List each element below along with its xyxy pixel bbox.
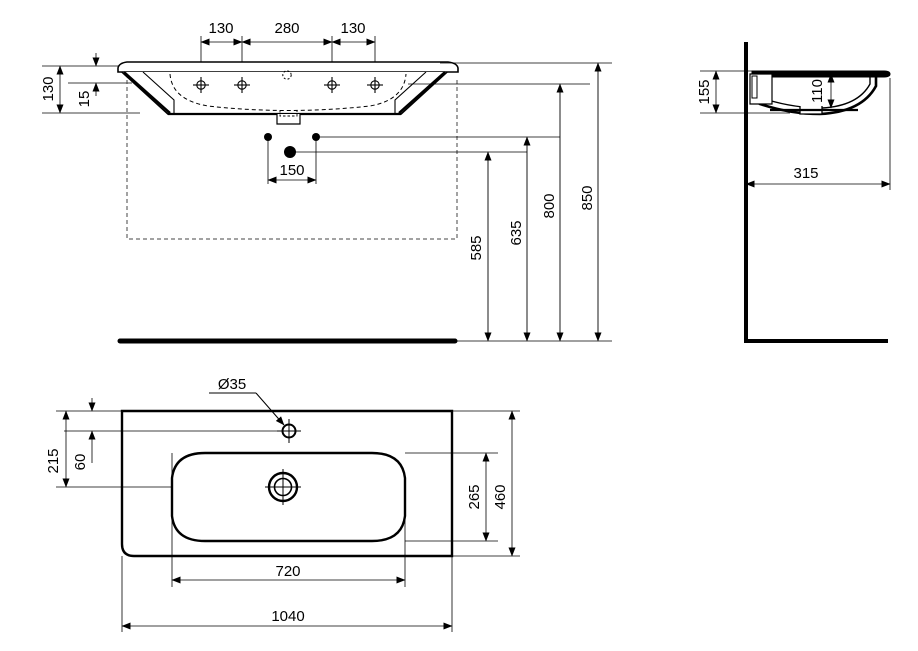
basin-rim-side — [751, 70, 891, 78]
height-dimension-labels: 585 635 800 850 — [468, 185, 596, 260]
vanity-unit-outline — [126, 80, 458, 240]
callout-tap-hole-leader — [209, 392, 285, 426]
plan-view: Ø35 215 60 265 460 — [45, 376, 520, 632]
front-elevation-view: 130 280 130 130 15 — [40, 20, 612, 344]
waste-outlet-plan — [265, 469, 301, 505]
dim-720-label: 720 — [275, 563, 300, 580]
tap-hole-mark-1 — [193, 77, 209, 93]
dim-155-label: 155 — [696, 79, 713, 104]
dim-215-label: 215 — [45, 448, 62, 473]
basin-right-inner-edge — [394, 71, 427, 113]
side-elevation-view: 155 110 315 — [696, 42, 891, 343]
dim-800-label: 800 — [541, 193, 558, 218]
plan-right-dimensions — [405, 410, 520, 557]
waste-outlet-hidden — [279, 110, 298, 117]
fixing-bracket-side — [751, 75, 758, 99]
basin-right-chamfer — [398, 71, 446, 114]
dim-60-label: 60 — [72, 454, 89, 471]
dim-155-group — [700, 70, 790, 114]
dim-1040-label: 1040 — [271, 608, 304, 625]
tap-hole-mark-2 — [234, 77, 250, 93]
tap-hole-mark-3 — [324, 77, 340, 93]
dim-15-height-label: 15 — [76, 91, 93, 108]
dim-850-label: 850 — [579, 185, 596, 210]
basin-left-inner-edge — [142, 71, 175, 113]
height-extension-lines — [290, 62, 612, 153]
dim-150-label: 150 — [279, 162, 304, 179]
dim-635-label: 635 — [508, 220, 525, 245]
dim-130-right-label: 130 — [340, 20, 365, 37]
dim-280-label: 280 — [274, 20, 299, 37]
callout-tap-hole-label: Ø35 — [218, 376, 246, 393]
basin-left-chamfer — [123, 71, 171, 114]
overflow-mark-front — [282, 70, 292, 80]
dim-150-group — [267, 137, 317, 184]
dim-460-label: 460 — [492, 484, 509, 509]
waste-outlet-front — [276, 114, 301, 125]
basin-bowl-hidden-contour — [169, 73, 407, 111]
dim-265-label: 265 — [466, 484, 483, 509]
plan-bottom-dimensions — [121, 453, 453, 632]
tap-hole-mark-4 — [367, 77, 383, 93]
basin-rim-front — [117, 61, 459, 73]
height-dimension-arrows — [484, 62, 602, 342]
dim-315-label: 315 — [793, 165, 818, 182]
plan-left-dimensions — [56, 398, 289, 488]
tap-hole-marks-front — [193, 77, 383, 93]
dim-110-label: 110 — [809, 79, 826, 103]
dim-130-height-label: 130 — [40, 76, 57, 101]
dim-130-left-label: 130 — [208, 20, 233, 37]
dim-315-group — [745, 78, 891, 190]
dim-585-label: 585 — [468, 235, 485, 260]
